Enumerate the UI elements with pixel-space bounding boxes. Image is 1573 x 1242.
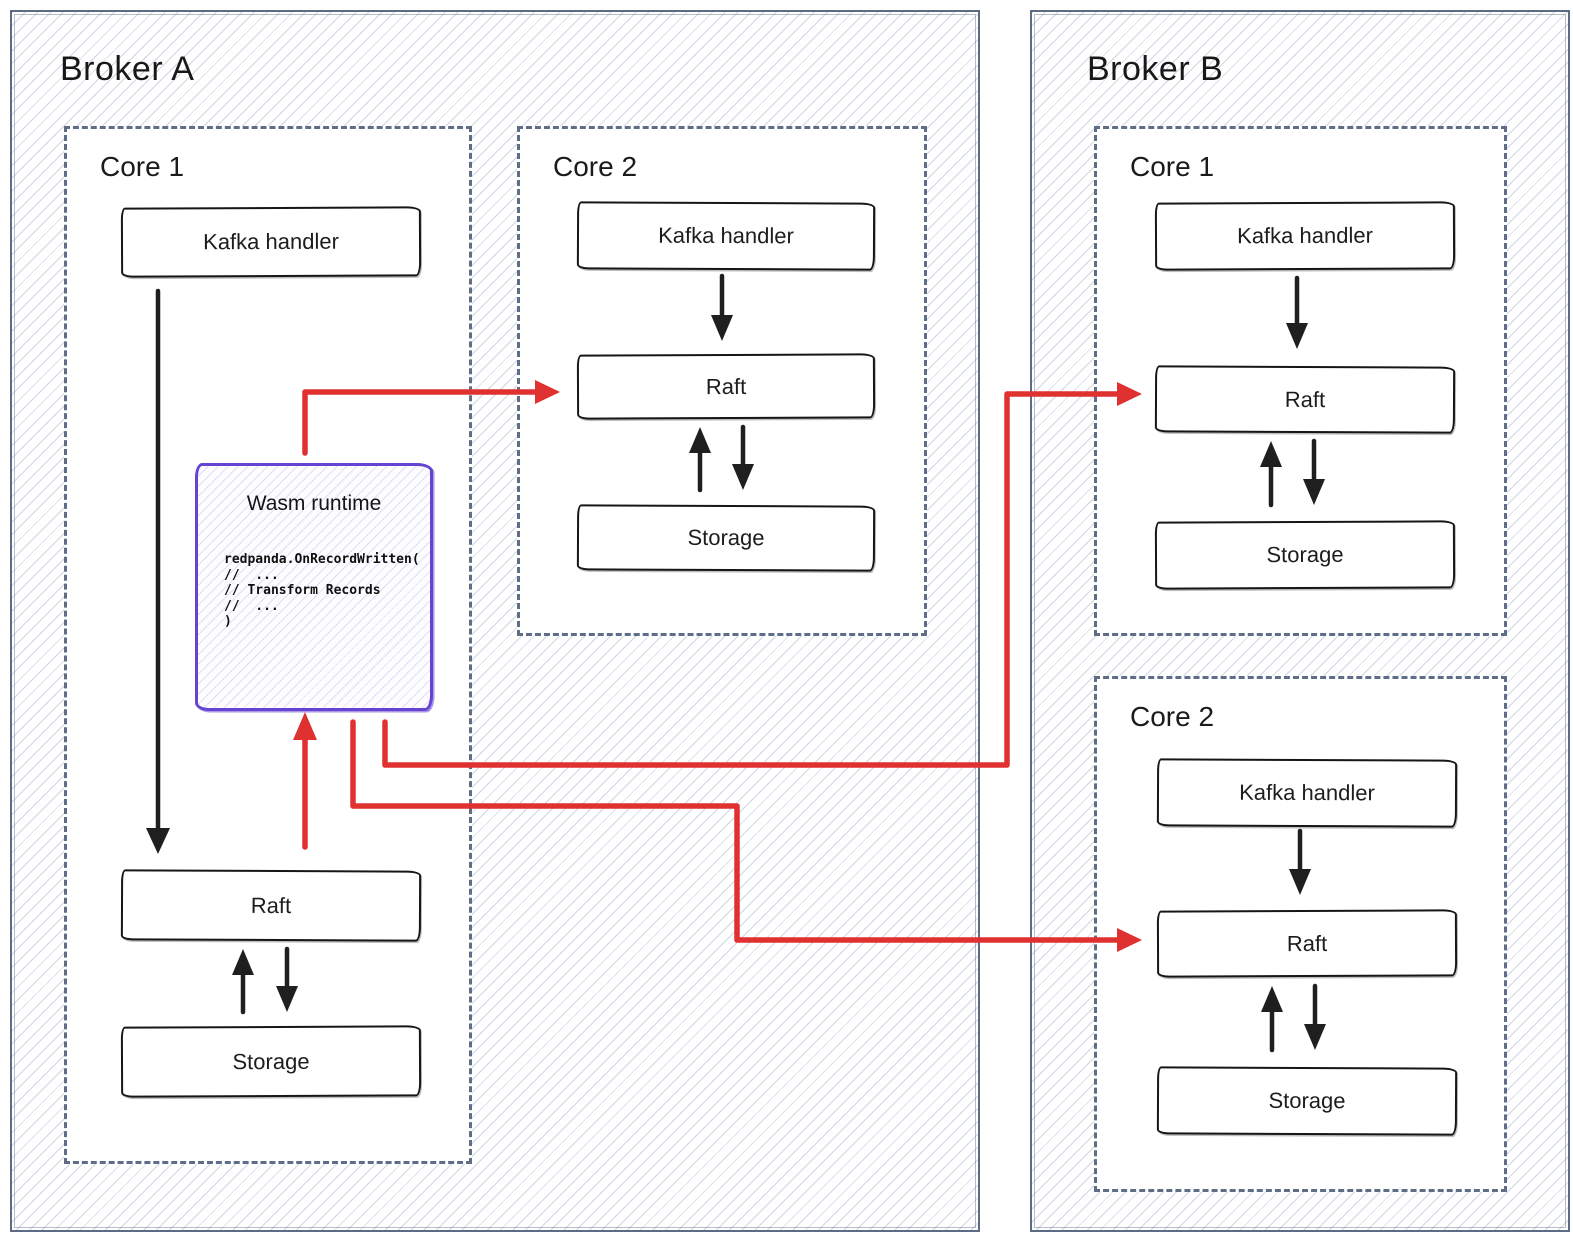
core-brokerA-core1: Core 1 Kafka handler Wasm runtime redpan… bbox=[64, 126, 472, 1164]
node-label: Storage bbox=[687, 524, 765, 551]
node-kafka-handler-brokerB-core1: Kafka handler bbox=[1154, 201, 1456, 271]
core-brokerA-core2: Core 2 Kafka handler Raft Storage bbox=[517, 126, 927, 636]
node-raft-brokerA-core2: Raft bbox=[576, 353, 876, 420]
node-label: Raft bbox=[705, 373, 747, 399]
node-raft-brokerA-core1: Raft bbox=[120, 869, 422, 942]
node-kafka-handler-brokerB-core2: Kafka handler bbox=[1156, 758, 1458, 828]
node-storage-brokerB-core1: Storage bbox=[1154, 520, 1456, 590]
core-brokerB-core1-label: Core 1 bbox=[1130, 151, 1215, 182]
core-brokerB-core2: Core 2 Kafka handler Raft Storage bbox=[1094, 676, 1507, 1192]
core-brokerA-core1-label: Core 1 bbox=[100, 151, 185, 182]
node-kafka-handler-brokerA-core2: Kafka handler bbox=[576, 201, 876, 271]
wasm-code-snippet: redpanda.OnRecordWritten(// ...// Transf… bbox=[224, 552, 420, 629]
node-label: Kafka handler bbox=[1237, 222, 1373, 249]
wasm-runtime-title: Wasm runtime bbox=[246, 492, 382, 515]
core-brokerB-core1: Core 1 Kafka handler Raft Storage bbox=[1094, 126, 1507, 636]
node-raft-brokerB-core2: Raft bbox=[1156, 909, 1458, 978]
broker-b-container: Broker B Core 1 Kafka handler Raft Stora… bbox=[1030, 10, 1570, 1232]
node-label: Kafka handler bbox=[1239, 779, 1375, 806]
node-storage-brokerA-core1: Storage bbox=[120, 1025, 422, 1098]
node-label: Raft bbox=[1284, 386, 1326, 412]
wasm-runtime-box: Wasm runtime redpanda.OnRecordWritten(//… bbox=[195, 463, 433, 711]
node-storage-brokerB-core2: Storage bbox=[1156, 1066, 1458, 1136]
broker-b-title: Broker B bbox=[1087, 50, 1224, 88]
node-label: Kafka handler bbox=[203, 228, 339, 255]
node-raft-brokerB-core1: Raft bbox=[1154, 365, 1456, 434]
broker-a-container: Broker A Core 1 Kafka handler Wasm runti… bbox=[10, 10, 980, 1232]
node-label: Storage bbox=[1268, 1087, 1346, 1114]
core-brokerA-core2-label: Core 2 bbox=[553, 151, 638, 182]
node-label: Raft bbox=[1286, 930, 1328, 956]
node-label: Storage bbox=[232, 1048, 310, 1074]
core-brokerB-core2-label: Core 2 bbox=[1130, 701, 1215, 732]
node-label: Raft bbox=[250, 892, 292, 918]
node-storage-brokerA-core2: Storage bbox=[576, 504, 876, 572]
node-kafka-handler-brokerA-core1: Kafka handler bbox=[120, 206, 422, 278]
node-label: Kafka handler bbox=[658, 222, 794, 249]
node-label: Storage bbox=[1266, 541, 1344, 568]
broker-a-title: Broker A bbox=[60, 50, 195, 88]
